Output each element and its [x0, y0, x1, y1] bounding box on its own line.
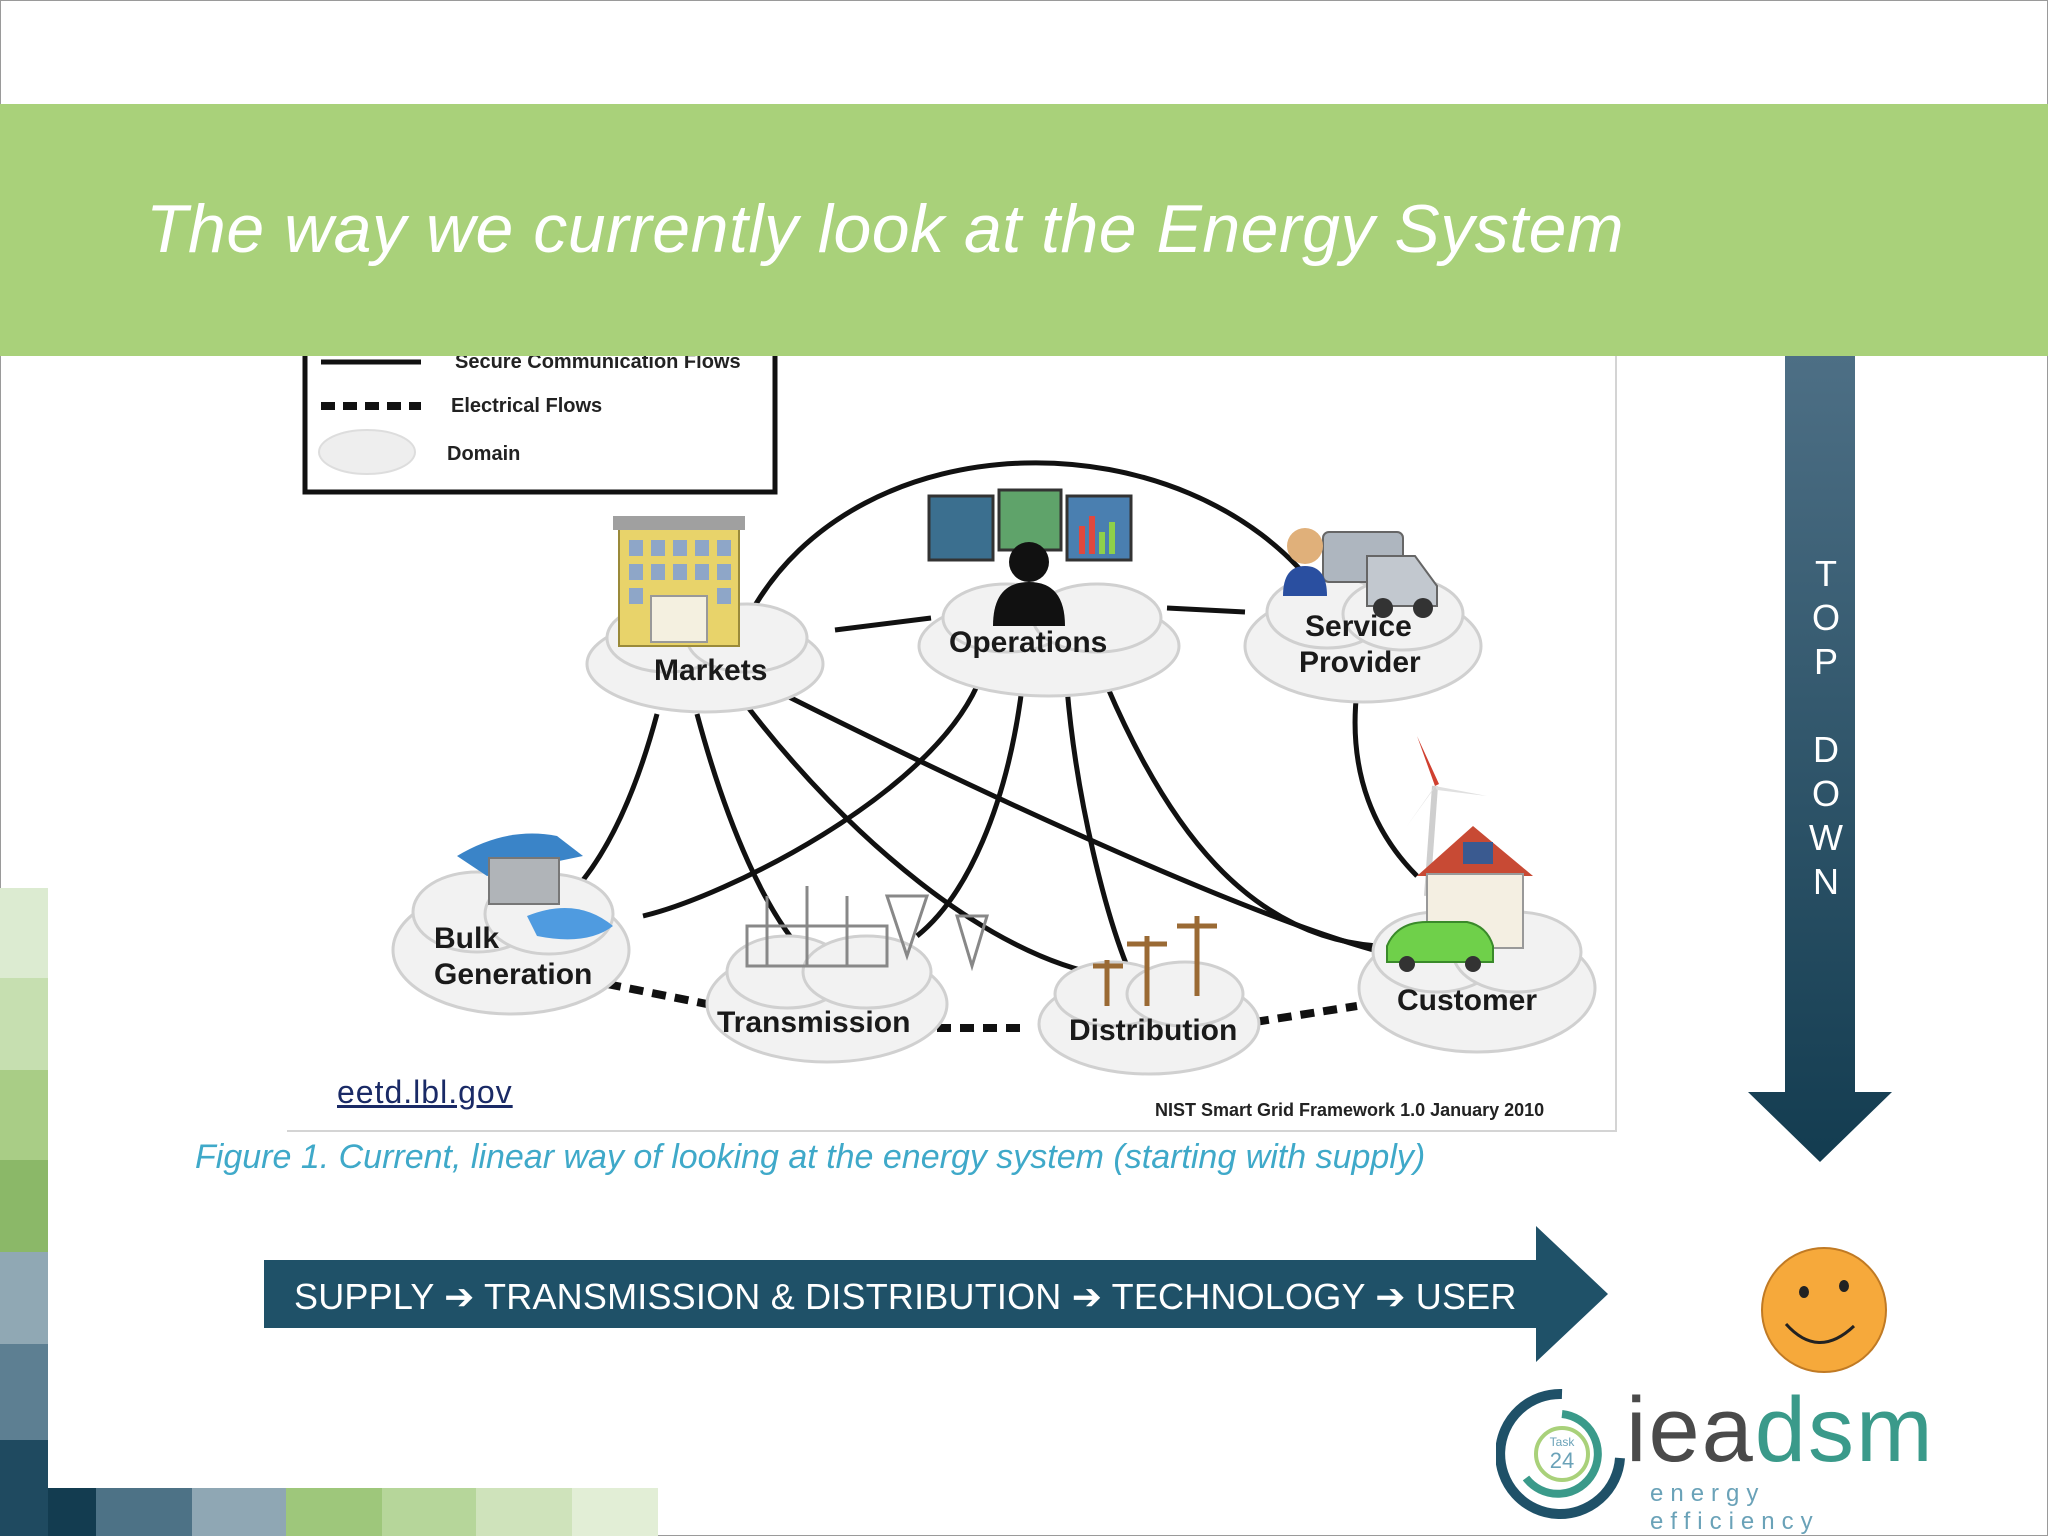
transmission-label: Transmission	[717, 1006, 910, 1039]
flow-line	[642, 684, 980, 919]
transmission-substation-icon	[745, 886, 990, 972]
legend-label: Domain	[447, 443, 520, 465]
flow-line	[1104, 685, 1378, 949]
supply-flow-arrow	[264, 1226, 1608, 1362]
flow-line	[694, 713, 809, 958]
service-provider-label: Provider	[1299, 646, 1421, 679]
smart-grid-figure: Secure Communication Flows Electrical Fl…	[287, 356, 1617, 1132]
bulk-generation-dam-icon	[457, 833, 613, 940]
svg-text:Task: Task	[1550, 1435, 1576, 1449]
figure-caption: Figure 1. Current, linear way of looking…	[195, 1138, 1426, 1176]
source-note: NIST Smart Grid Framework 1.0 January 20…	[1155, 1100, 1544, 1120]
task-badge-icon: Task 24	[1495, 1388, 1625, 1519]
bulk-generation-label: Generation	[434, 958, 592, 991]
electrical-flows	[606, 980, 1358, 1032]
distribution-label: Distribution	[1069, 1014, 1237, 1047]
top-down-letter: N	[1813, 861, 1839, 902]
top-down-letter: O	[1811, 773, 1840, 814]
operations-monitors-icon	[927, 488, 1133, 626]
legend-label: Secure Communication Flows	[455, 356, 741, 373]
title-banner	[0, 104, 2048, 356]
markets-building-icon	[613, 516, 745, 647]
top-down-letter: W	[1809, 817, 1843, 858]
flow-line	[745, 704, 1108, 979]
customer-label: Customer	[1397, 984, 1537, 1017]
flow-line	[834, 615, 932, 633]
supply-flow-text: SUPPLY ➔ TRANSMISSION & DISTRIBUTION ➔ T…	[294, 1276, 1517, 1317]
page-title: The way we currently look at the Energy …	[146, 191, 1625, 267]
source-link[interactable]: eetd.lbl.gov	[337, 1074, 513, 1110]
smart-grid-diagram: Secure Communication Flows Electrical Fl…	[302, 356, 1597, 1120]
domain-labels: Markets Operations Service Provider Bulk…	[434, 610, 1537, 1047]
electrical-flow-line	[606, 980, 718, 1010]
top-down-letter: P	[1813, 641, 1838, 682]
flow-line	[915, 687, 1025, 938]
transmission-cloud	[705, 934, 949, 1064]
top-down-letter	[1785, 684, 1867, 728]
markets-label: Markets	[654, 654, 767, 687]
top-down-arrow	[1748, 356, 1892, 1162]
flow-line	[746, 460, 1321, 618]
electrical-flow-line	[1254, 1002, 1358, 1026]
service-provider-label: Service	[1305, 610, 1412, 643]
customer-house-turbine-icon	[1386, 736, 1533, 972]
legend-box: Secure Communication Flows Electrical Fl…	[302, 356, 778, 495]
top-down-letter: D	[1813, 729, 1839, 770]
bulk-generation-label: Bulk	[434, 922, 499, 955]
distribution-poles-icon	[1093, 916, 1217, 1006]
logo-wordmark: ieadsm	[1626, 1380, 1935, 1480]
legend-label: Electrical Flows	[451, 395, 602, 417]
logo-name-part: iea	[1626, 1379, 1755, 1481]
flow-line	[785, 693, 1398, 959]
flow-line	[1166, 605, 1246, 615]
top-down-letter: T	[1815, 553, 1837, 594]
top-down-label: T O P D O W N	[1785, 552, 1867, 904]
smiley-face-icon	[1761, 1247, 1887, 1373]
operations-cloud	[917, 582, 1181, 698]
top-down-letter: O	[1811, 597, 1840, 638]
operations-label: Operations	[949, 626, 1107, 659]
service-provider-person-truck-icon	[1283, 528, 1438, 618]
ieadsm-logo: Task 24 ieadsm energy efficiency	[1495, 1380, 1946, 1535]
svg-text:24: 24	[1550, 1448, 1574, 1473]
logo-tagline: energy efficiency	[1650, 1480, 1820, 1535]
flow-line	[1064, 687, 1130, 967]
flow-line	[1352, 689, 1419, 878]
logo-name-part: dsm	[1754, 1379, 1935, 1481]
communication-flows	[545, 460, 1419, 979]
